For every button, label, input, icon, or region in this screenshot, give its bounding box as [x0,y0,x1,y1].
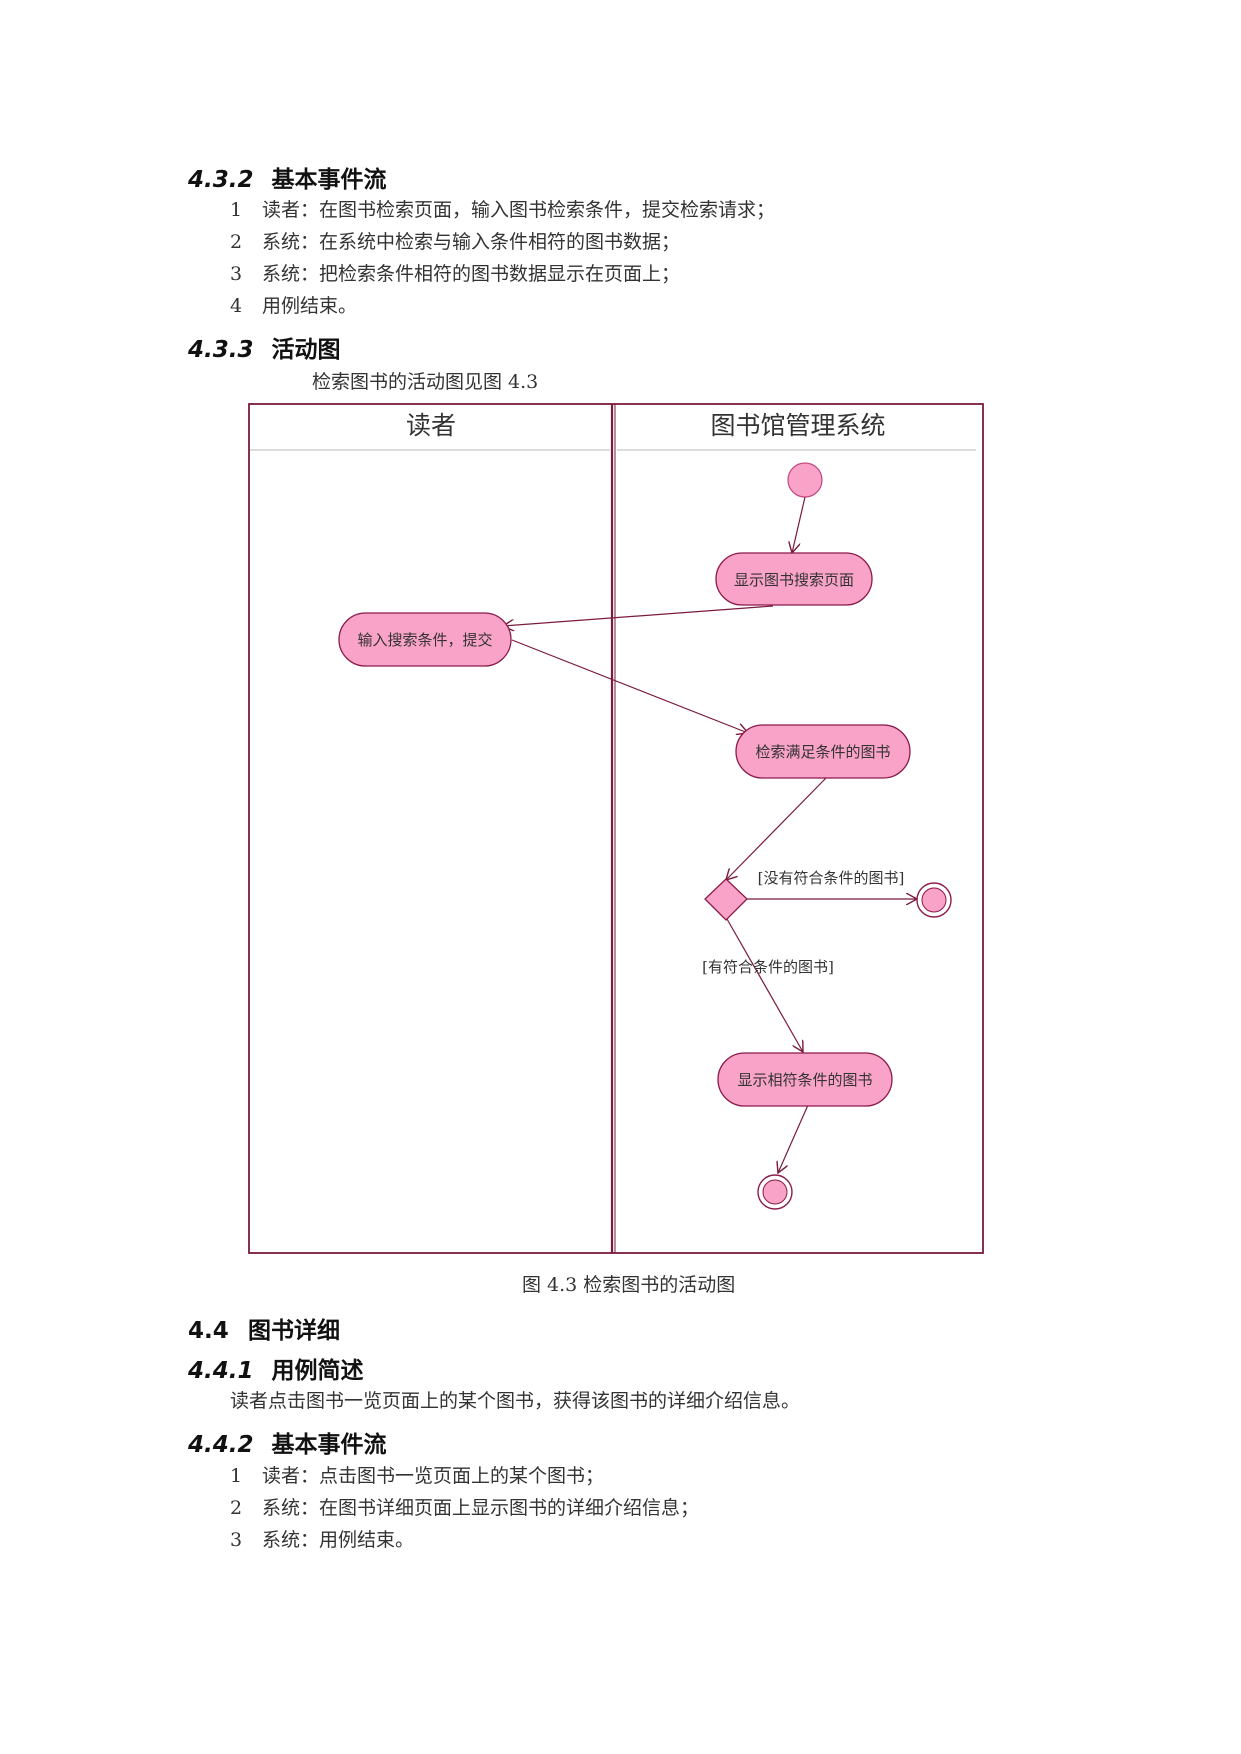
activity-label: 检索满足条件的图书 [755,743,890,761]
section-title: 活动图 [271,337,341,363]
activity-show-results [717,1052,893,1107]
section-heading-4-4: 4.4 图书详细 [188,1311,340,1345]
section-heading-4-4-1: 4.4.1 用例简述 [188,1351,364,1385]
activity-show-search-page [715,552,873,606]
section-number: 4.3.2 [188,167,254,193]
edge-show-result-to-final [778,1104,809,1173]
figure-caption: 图 4.3 检索图书的活动图 [522,1274,736,1296]
activity-search-books [735,724,911,779]
decision-node [704,878,748,921]
section-number: 4.4 [188,1318,229,1344]
edge-show-to-input [503,605,774,626]
initial-node [787,462,823,498]
use-case-summary: 读者点击图书一览页面上的某个图书，获得该图书的详细介绍信息。 [230,1390,801,1412]
edge-start-to-show [792,496,806,553]
activity-label: 输入搜索条件，提交 [357,631,492,649]
section-number: 4.4.2 [188,1432,254,1458]
guard-label-no-match: [没有符合条件的图书] [758,869,905,887]
lane-title-reader: 读者 [406,411,456,440]
section-heading-4-3-3: 4.3.3 活动图 [188,330,341,364]
section-title: 基本事件流 [271,167,387,193]
section-number: 4.3.3 [188,337,254,363]
section-title: 用例简述 [271,1358,364,1384]
edge-search-to-decision [726,777,827,880]
activity-label: 显示图书搜索页面 [734,571,854,589]
section-number: 4.4.1 [188,1358,254,1384]
figure-reference-text: 检索图书的活动图见图 4.3 [312,371,539,393]
edge-decision-to-show-result [726,918,803,1052]
activity-label: 显示相符条件的图书 [737,1071,872,1089]
swimlane-frame [248,403,984,1254]
activity-input-conditions [338,612,512,667]
section-heading-4-4-2: 4.4.2 基本事件流 [188,1425,387,1459]
lane-title-system: 图书馆管理系统 [710,411,885,440]
section-title: 基本事件流 [271,1432,387,1458]
section-title: 图书详细 [248,1318,340,1344]
guard-label-match: [有符合条件的图书] [702,958,834,976]
section-heading-4-3-2: 4.3.2 基本事件流 [188,160,387,194]
edge-input-to-search [511,639,748,733]
activity-diagram: 读者 图书馆管理系统 显示图书搜索页面 输入搜索条件，提交 检索满足条件的图书 … [248,403,984,1254]
